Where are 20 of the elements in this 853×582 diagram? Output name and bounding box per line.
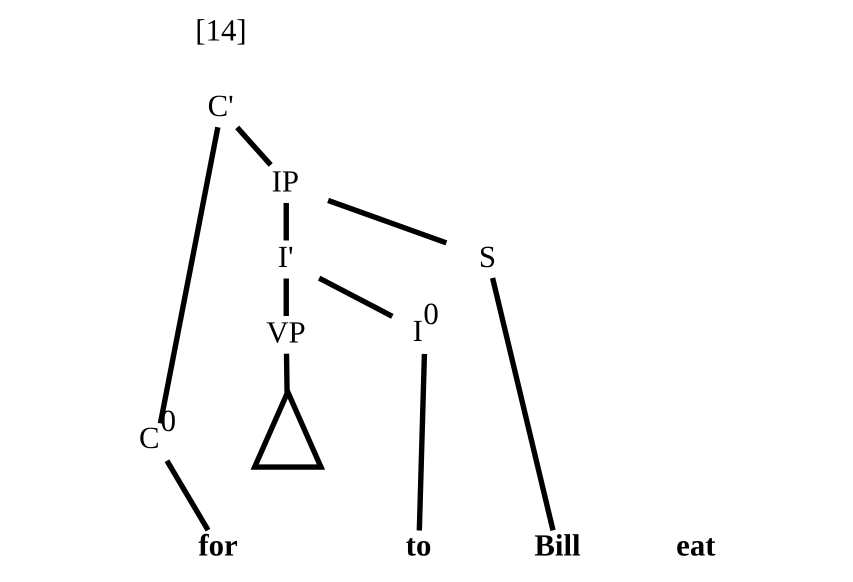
connector [327, 198, 448, 246]
connector [284, 354, 290, 394]
node-text: eat [676, 528, 716, 562]
connector [158, 126, 220, 424]
node-text: I' [278, 240, 294, 274]
connector [416, 354, 428, 531]
connector [318, 276, 394, 319]
connector [235, 126, 273, 167]
node-text: to [406, 528, 432, 562]
connector [284, 278, 289, 316]
connector [490, 277, 556, 531]
label: [14] [195, 14, 247, 48]
node-text: IP [272, 164, 300, 199]
node-text: Bill [534, 528, 581, 562]
connector [164, 459, 210, 532]
node-text: for [198, 528, 238, 562]
node-text: S [478, 240, 496, 274]
node-text: C' [208, 89, 234, 124]
connector [284, 202, 289, 240]
node-text: VP [266, 316, 306, 350]
